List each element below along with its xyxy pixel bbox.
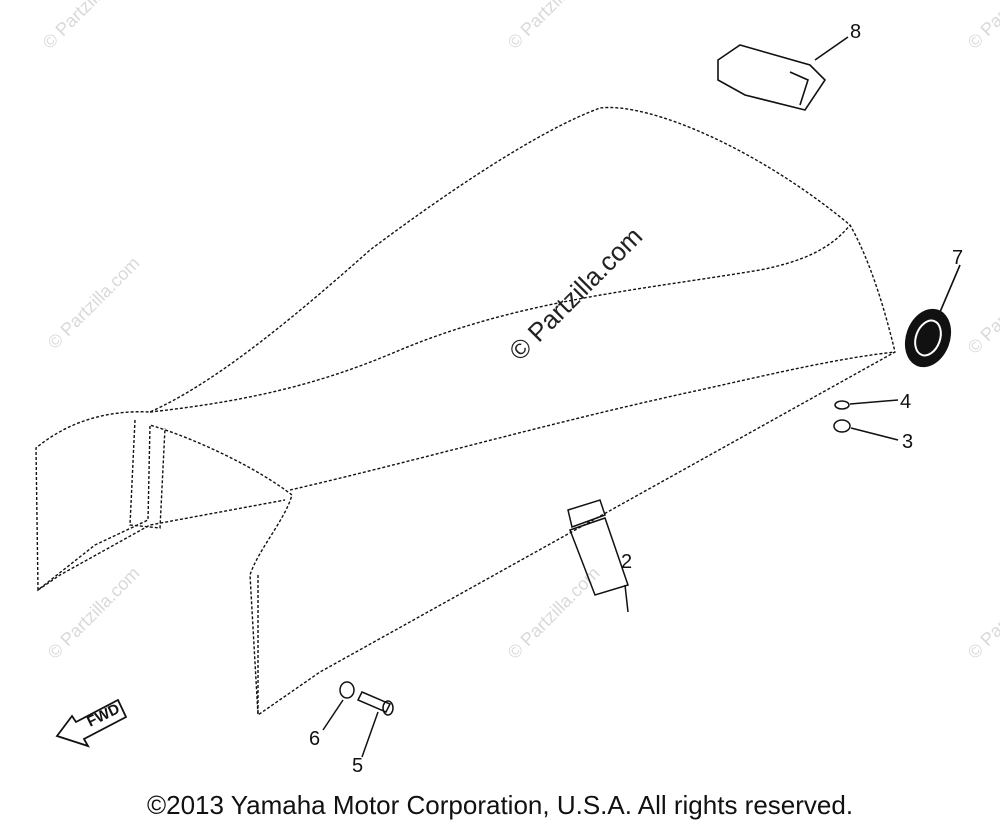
part-8-bracket (717, 36, 849, 111)
seat-assembly (35, 106, 896, 717)
callout-3: 3 (902, 431, 913, 453)
watermark: © Partzilla.com (964, 563, 1000, 663)
callout-5: 5 (352, 755, 363, 777)
callout-7: 7 (952, 247, 963, 269)
callout-4: 4 (900, 391, 911, 413)
part-4-washer (834, 399, 899, 410)
part-3-nut (833, 419, 899, 441)
seat-outline (35, 106, 896, 717)
callout-2: 2 (621, 551, 632, 573)
seat-front-inner (129, 419, 166, 529)
watermark: © Partzilla.com (39, 0, 139, 53)
fwd-arrow-icon: FWD (55, 698, 128, 748)
center-watermark: © Partzilla.com (503, 221, 648, 366)
watermark: © Partzilla.com (964, 258, 1000, 358)
part-6-collar (322, 681, 355, 731)
watermark: © Partzilla.com (44, 253, 144, 353)
callout-6: 6 (309, 728, 320, 750)
watermark: © Partzilla.com (964, 0, 1000, 53)
copyright-notice: ©2013 Yamaha Motor Corporation, U.S.A. A… (146, 790, 854, 820)
part-2-strap (567, 499, 629, 613)
watermark: © Partzilla.com (504, 0, 604, 53)
callout-8: 8 (850, 21, 861, 43)
watermark: © Partzilla.com (44, 563, 144, 663)
part-7-emblem (904, 264, 961, 368)
seat-ridge (149, 224, 851, 413)
seat-front-lip (37, 499, 286, 591)
seat-crease (289, 351, 896, 491)
part-5-bolt (356, 691, 394, 758)
